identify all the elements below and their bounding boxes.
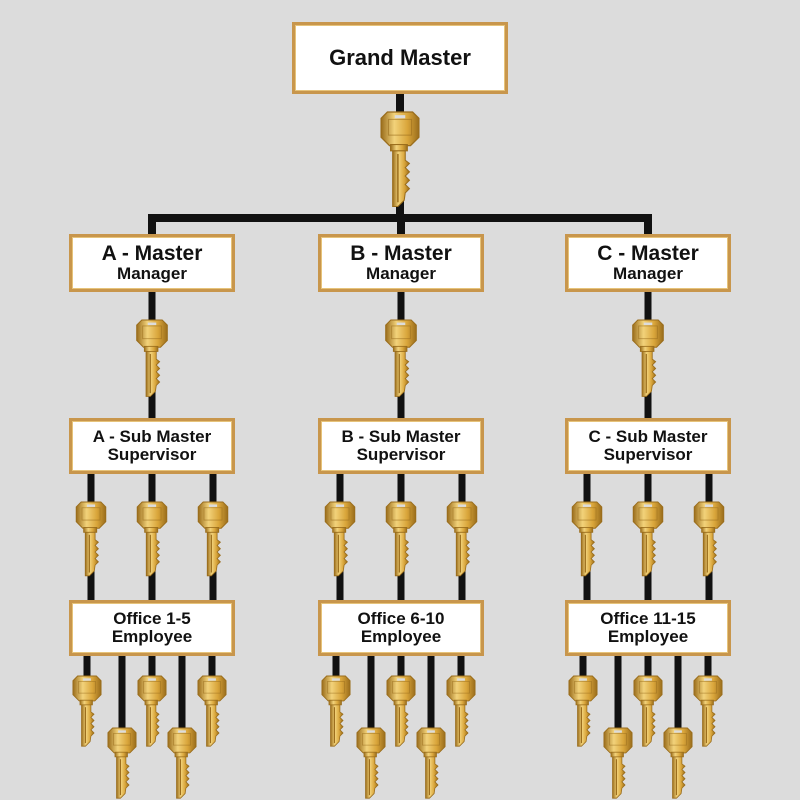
b-employee-key-icon-4 (416, 727, 446, 799)
a-employee-key-icon-4 (167, 727, 197, 799)
grand-master-box: Grand Master (292, 22, 508, 94)
b-sub-master-key-icon-1 (324, 501, 356, 577)
c-employee-key-icon-2 (603, 727, 633, 799)
a-sub-master-key-icon-3 (197, 501, 229, 577)
c-employee-key-icon-5 (693, 675, 723, 747)
c-employee-key-icon-3 (633, 675, 663, 747)
a-master-box: A - Master Manager (69, 234, 235, 292)
a-employee-key-icon-1 (72, 675, 102, 747)
office-11-15-role: Employee (607, 627, 689, 646)
office-6-10-role: Employee (360, 627, 442, 646)
b-sub-master-key-icon-2 (385, 501, 417, 577)
b-employee-key-icon-3 (386, 675, 416, 747)
c-master-box: C - Master Manager (565, 234, 731, 292)
grand-master-key-icon (380, 111, 420, 208)
c-sub-master-key-icon-1 (571, 501, 603, 577)
office-6-10-box: Office 6-10 Employee (318, 600, 484, 656)
a-sub-master-title: A - Sub Master (92, 427, 212, 447)
a-employee-key-icon-5 (197, 675, 227, 747)
b-master-role: Manager (366, 264, 436, 284)
c-sub-master-key-icon-2 (632, 501, 664, 577)
a-master-title: A - Master (101, 242, 203, 266)
c-employee-key-icon-4 (663, 727, 693, 799)
office-1-5-title: Office 1-5 (113, 609, 191, 629)
b-master-title: B - Master (350, 242, 452, 266)
c-master-title: C - Master (597, 242, 699, 266)
a-sub-master-key-icon-1 (75, 501, 107, 577)
b-sub-master-box: B - Sub Master Supervisor (318, 418, 484, 474)
a-master-role: Manager (117, 264, 187, 284)
office-1-5-box: Office 1-5 Employee (69, 600, 235, 656)
office-6-10-title: Office 6-10 (357, 609, 445, 629)
b-sub-master-title: B - Sub Master (341, 427, 461, 447)
c-employee-key-icon-1 (568, 675, 598, 747)
office-11-15-title: Office 11-15 (600, 609, 696, 629)
b-sub-master-role: Supervisor (356, 445, 446, 464)
b-employee-key-icon-5 (446, 675, 476, 747)
c-sub-master-key-icon-3 (693, 501, 725, 577)
b-master-key-icon (385, 319, 417, 397)
c-master-role: Manager (613, 264, 683, 284)
a-employee-key-icon-2 (107, 727, 137, 799)
c-sub-master-box: C - Sub Master Supervisor (565, 418, 731, 474)
b-employee-key-icon-1 (321, 675, 351, 747)
c-master-key-icon (632, 319, 664, 397)
a-sub-master-role: Supervisor (107, 445, 197, 464)
a-sub-master-box: A - Sub Master Supervisor (69, 418, 235, 474)
grand-master-label: Grand Master (329, 45, 471, 71)
b-employee-key-icon-2 (356, 727, 386, 799)
office-11-15-box: Office 11-15 Employee (565, 600, 731, 656)
office-1-5-role: Employee (111, 627, 193, 646)
a-employee-key-icon-3 (137, 675, 167, 747)
a-sub-master-key-icon-2 (136, 501, 168, 577)
c-sub-master-title: C - Sub Master (588, 427, 708, 447)
a-master-key-icon (136, 319, 168, 397)
b-master-box: B - Master Manager (318, 234, 484, 292)
c-sub-master-role: Supervisor (603, 445, 693, 464)
b-sub-master-key-icon-3 (446, 501, 478, 577)
